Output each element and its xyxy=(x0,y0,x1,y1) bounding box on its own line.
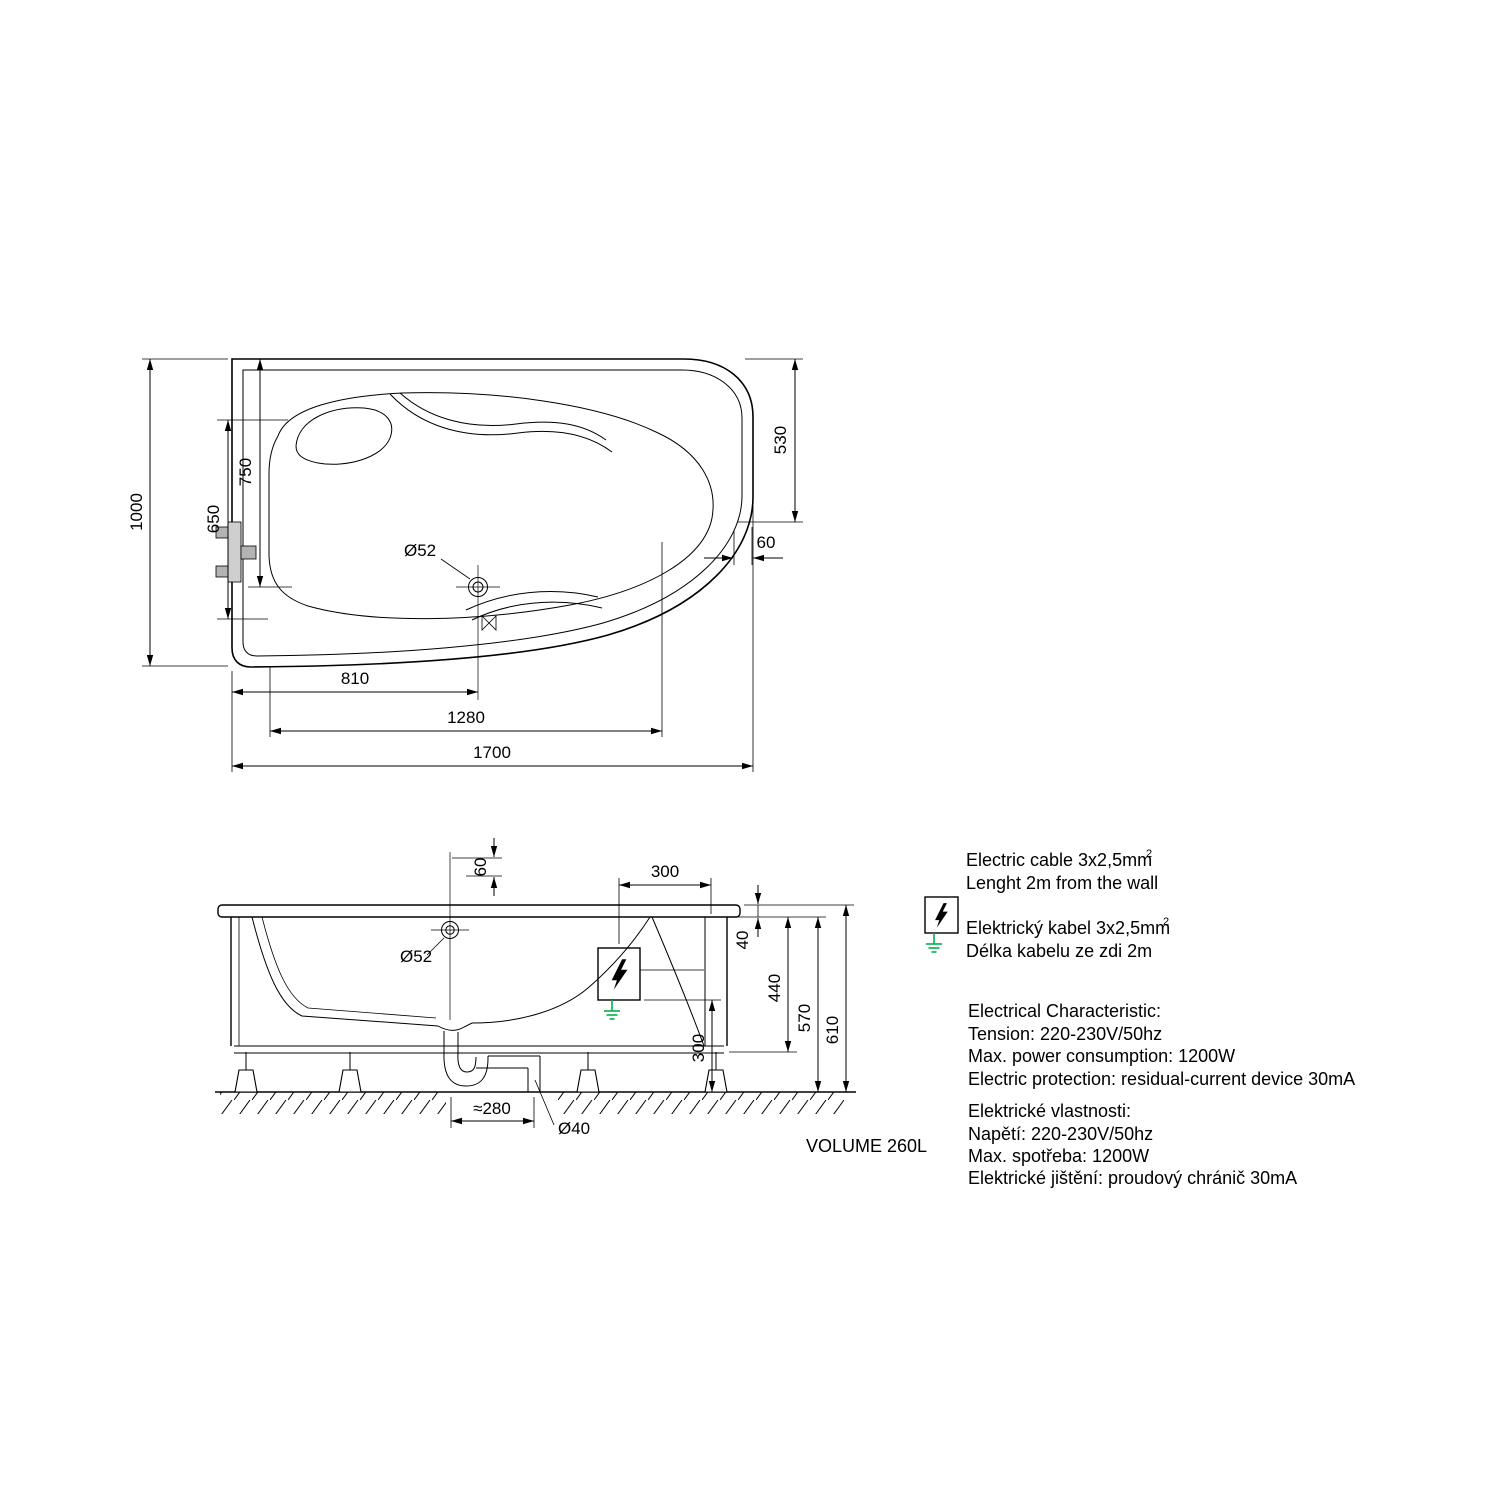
note-cable-en-sup: 2 xyxy=(1146,848,1152,860)
dim-60-top: 60 xyxy=(704,527,783,565)
tub-inner-rim xyxy=(242,369,743,657)
dim-650-label: 650 xyxy=(204,505,223,533)
basin-section-inner xyxy=(261,916,437,1019)
seat-curve-2 xyxy=(471,601,603,621)
drain-callout-side: Ø52 xyxy=(400,937,445,966)
note-elec-en-tension: Tension: 220-230V/50hz xyxy=(968,1024,1162,1044)
earth-ground-icon xyxy=(603,999,621,1020)
dim-40-label: 40 xyxy=(733,931,752,950)
dim-1280: 1280 xyxy=(269,542,663,737)
note-elec-en-protection: Electric protection: residual-current de… xyxy=(968,1069,1355,1089)
dim-280-label: ≈280 xyxy=(473,1099,511,1118)
note-cable-cz-1: Elektrický kabel 3x2,5mm xyxy=(966,918,1170,938)
dim-300-top: 300 xyxy=(618,862,712,944)
dim-810: 810 xyxy=(231,669,478,772)
note-elec-cz-tension: Napětí: 220-230V/50hz xyxy=(968,1124,1153,1144)
note-cable-en-1: Electric cable 3x2,5mm xyxy=(966,850,1152,870)
dim-610-label: 610 xyxy=(823,1016,842,1044)
basin-section xyxy=(251,916,651,1031)
dim-1000: 1000 xyxy=(127,358,228,667)
design-curve-1 xyxy=(399,392,607,441)
dim-40: 40 xyxy=(733,885,762,950)
dim-810-label: 810 xyxy=(341,669,369,688)
dim-280: ≈280 xyxy=(450,1097,535,1128)
ground-hatch-right xyxy=(556,1092,844,1114)
electric-box xyxy=(597,947,704,1020)
ground-hatch-left xyxy=(220,1092,446,1114)
dim-650: 650 xyxy=(204,419,288,620)
drain-callout-top: Ø52 xyxy=(404,541,471,580)
legend-earth-ground-icon xyxy=(925,932,943,953)
note-elec-en-power: Max. power consumption: 1200W xyxy=(968,1046,1235,1066)
note-elec-cz-power: Max. spotřeba: 1200W xyxy=(968,1146,1149,1166)
legend: Electric cable 3x2,5mm 2 Lenght 2m from … xyxy=(924,848,1355,1188)
legend-electric-box xyxy=(924,896,959,934)
note-elec-cz-title: Elektrické vlastnosti: xyxy=(968,1101,1131,1121)
dim-300-side: 300 xyxy=(644,999,721,1092)
volume-label: VOLUME 260L xyxy=(806,1136,927,1156)
waste-pipe-callout: Ø40 xyxy=(534,1079,590,1138)
tub-outline xyxy=(231,358,754,668)
dim-530: 530 xyxy=(737,358,803,523)
dim-1700-label: 1700 xyxy=(473,743,511,762)
top-view: 1000 750 650 530 60 81 xyxy=(127,358,803,772)
dim-300-side-label: 300 xyxy=(689,1034,708,1062)
dim-570-label: 570 xyxy=(795,1004,814,1032)
basin-outline xyxy=(268,392,714,620)
waste-trap xyxy=(443,1031,541,1092)
note-cable-cz-2: Délka kabelu ze zdi 2m xyxy=(966,941,1152,961)
note-cable-en-2: Lenght 2m from the wall xyxy=(966,873,1158,893)
note-elec-cz-protection: Elektrické jištění: proudový chránič 30m… xyxy=(968,1168,1297,1188)
dim-1280-label: 1280 xyxy=(447,708,485,727)
design-curve-2 xyxy=(389,393,613,453)
dim-610: 610 xyxy=(823,905,850,1092)
side-view: 60 Ø52 300 40 440 570 xyxy=(215,838,927,1156)
dim-570: 570 xyxy=(795,917,822,1092)
dim-440-label: 440 xyxy=(765,974,784,1002)
dim-750-label: 750 xyxy=(236,458,255,486)
drain-diameter-label-top: Ø52 xyxy=(404,541,436,560)
dim-1000-label: 1000 xyxy=(127,493,146,531)
dim-60-top-label: 60 xyxy=(757,533,776,552)
note-elec-en-title: Electrical Characteristic: xyxy=(968,1001,1161,1021)
dim-60-side-label: 60 xyxy=(471,858,490,877)
rim-slab xyxy=(217,904,741,918)
overflow-valve-symbol xyxy=(481,615,497,631)
drain-top xyxy=(456,565,500,700)
legend-lightning-bolt-icon xyxy=(935,903,948,928)
dim-1700: 1700 xyxy=(232,505,754,772)
lightning-bolt-icon xyxy=(611,959,628,990)
dim-60-side: 60 xyxy=(452,838,502,896)
waste-pipe-label: Ø40 xyxy=(558,1119,590,1138)
dim-440: 440 xyxy=(729,917,797,1053)
headrest-curve xyxy=(295,407,393,465)
dim-300-top-label: 300 xyxy=(651,862,679,881)
dim-530-label: 530 xyxy=(771,426,790,454)
drain-side xyxy=(441,921,459,939)
seat-curve-1 xyxy=(465,590,599,611)
note-cable-cz-sup: 2 xyxy=(1163,916,1169,928)
end-slant xyxy=(651,916,705,1047)
drain-diameter-label-side: Ø52 xyxy=(400,947,432,966)
dim-750: 750 xyxy=(236,359,292,588)
